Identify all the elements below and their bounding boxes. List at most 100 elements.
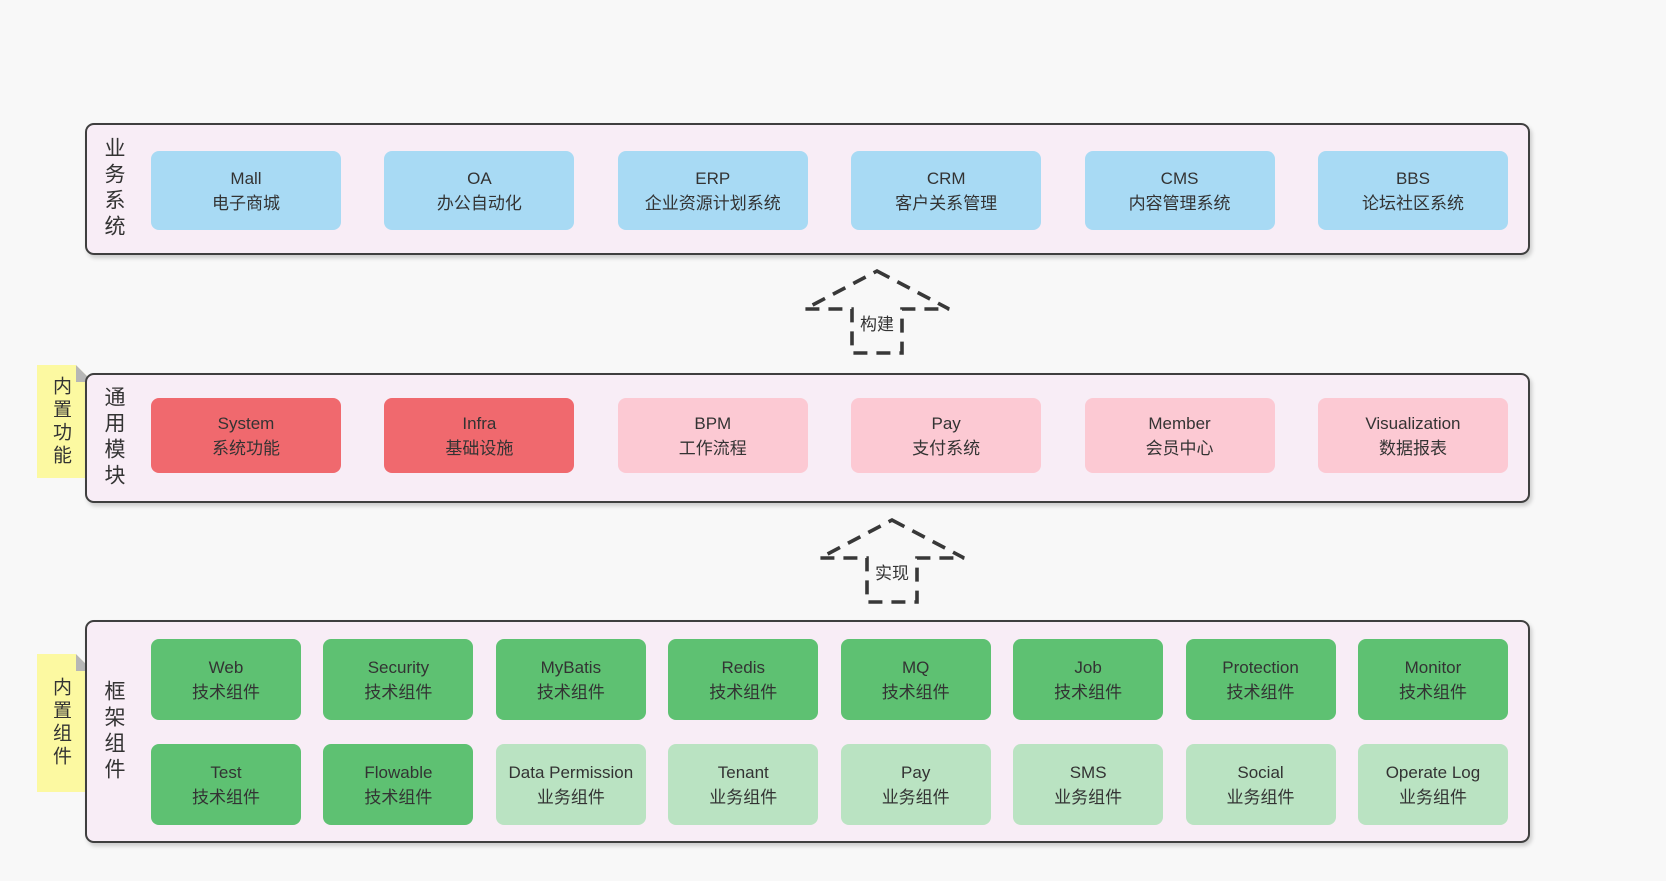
box-subtitle: 企业资源计划系统 xyxy=(644,193,781,213)
box-subtitle: 会员中心 xyxy=(1145,438,1214,458)
box-subtitle: 技术组件 xyxy=(192,787,260,807)
box-title: MyBatis xyxy=(540,657,602,677)
box-title: Redis xyxy=(721,657,765,677)
box-subtitle: 客户关系管理 xyxy=(895,193,998,213)
box-subtitle: 业务组件 xyxy=(709,787,778,807)
sticky-note-label: 内置组件 xyxy=(50,677,71,769)
box-bbs: BBS 论坛社区系统 xyxy=(1317,151,1508,230)
box-title: Flowable xyxy=(364,762,433,782)
box-title: CRM xyxy=(926,168,966,188)
business-systems-row: Mall 电子商城 OA 办公自动化 ERP 企业资源计划系统 CRM 客户关系管理 CMS 内容… xyxy=(151,151,1508,230)
box-subtitle: 论坛社区系统 xyxy=(1361,193,1464,213)
box-title: Pay xyxy=(901,762,931,782)
box-title: Member xyxy=(1148,413,1211,433)
box-system: System 系统功能 xyxy=(151,398,341,473)
band-label: 业务系统 xyxy=(102,137,125,241)
box-oa: OA 办公自动化 xyxy=(384,151,575,230)
box-member: Member 会员中心 xyxy=(1084,398,1275,473)
box-title: Web xyxy=(208,657,244,677)
box-subtitle: 业务组件 xyxy=(536,787,605,807)
build-arrow-icon xyxy=(802,268,952,356)
box-title: Protection xyxy=(1222,657,1299,677)
box-monitor: Monitor 技术组件 xyxy=(1357,639,1508,720)
box-subtitle: 技术组件 xyxy=(1226,682,1295,702)
box-subtitle: 业务组件 xyxy=(1054,787,1123,807)
box-title: OA xyxy=(467,168,492,188)
box-mq: MQ 技术组件 xyxy=(840,639,991,720)
box-title: CMS xyxy=(1160,168,1199,188)
box-cms: CMS 内容管理系统 xyxy=(1084,151,1275,230)
box-subtitle: 基础设施 xyxy=(445,438,514,458)
band-business-systems: 业务系统 Mall 电子商城 OA 办公自动化 ERP 企业资源计划系统 CRM 客户关系管理… xyxy=(85,123,1530,255)
box-title: Operate Log xyxy=(1385,762,1481,782)
box-subtitle: 业务组件 xyxy=(881,787,950,807)
box-subtitle: 内容管理系统 xyxy=(1128,193,1231,213)
box-title: Visualization xyxy=(1365,413,1461,433)
box-title: System xyxy=(217,413,275,433)
band-common-modules: 通用模块 System 系统功能 Infra 基础设施 BPM 工作流程 Pay 支付系统 Me… xyxy=(85,373,1530,503)
box-subtitle: 技术组件 xyxy=(536,682,605,702)
box-subtitle: 系统功能 xyxy=(212,438,280,458)
box-infra: Infra 基础设施 xyxy=(384,398,575,473)
box-mybatis: MyBatis 技术组件 xyxy=(495,639,646,720)
box-web: Web 技术组件 xyxy=(151,639,301,720)
box-subtitle: 电子商城 xyxy=(212,193,280,213)
box-subtitle: 技术组件 xyxy=(364,787,433,807)
implement-arrow-icon xyxy=(817,517,967,605)
box-subtitle: 业务组件 xyxy=(1226,787,1295,807)
box-subtitle: 技术组件 xyxy=(364,682,433,702)
box-subtitle: 工作流程 xyxy=(678,438,747,458)
box-subtitle: 办公自动化 xyxy=(436,193,522,213)
box-subtitle: 数据报表 xyxy=(1378,438,1447,458)
box-title: Tenant xyxy=(717,762,769,782)
box-bpm: BPM 工作流程 xyxy=(617,398,808,473)
box-security: Security 技术组件 xyxy=(323,639,474,720)
band-label: 通用模块 xyxy=(102,386,125,490)
box-pay: Pay 业务组件 xyxy=(840,744,991,825)
box-title: Security xyxy=(367,657,430,677)
implement-arrow-label: 实现 xyxy=(873,559,911,584)
box-pay: Pay 支付系统 xyxy=(851,398,1042,473)
box-title: ERP xyxy=(695,168,731,188)
box-subtitle: 业务组件 xyxy=(1398,787,1467,807)
box-social: Social 业务组件 xyxy=(1185,744,1336,825)
box-title: SMS xyxy=(1069,762,1107,782)
box-sms: SMS 业务组件 xyxy=(1013,744,1164,825)
box-visualization: Visualization 数据报表 xyxy=(1317,398,1508,473)
box-redis: Redis 技术组件 xyxy=(668,639,819,720)
box-subtitle: 支付系统 xyxy=(912,438,981,458)
sticky-note-label: 内置功能 xyxy=(50,375,71,468)
box-title: BBS xyxy=(1395,168,1430,188)
box-test: Test 技术组件 xyxy=(151,744,301,825)
box-title: Test xyxy=(210,762,242,782)
box-title: Monitor xyxy=(1404,657,1462,677)
build-arrow-label: 构建 xyxy=(858,310,896,335)
box-subtitle: 技术组件 xyxy=(1054,682,1123,702)
box-title: Pay xyxy=(931,413,961,433)
common-modules-row: System 系统功能 Infra 基础设施 BPM 工作流程 Pay 支付系统 Member 会… xyxy=(151,398,1508,473)
box-operate-log: Operate Log 业务组件 xyxy=(1357,744,1508,825)
box-title: Infra xyxy=(462,413,497,433)
sticky-note-built-in-features: 内置功能 xyxy=(37,365,93,478)
box-subtitle: 技术组件 xyxy=(709,682,778,702)
box-data-permission: Data Permission 业务组件 xyxy=(495,744,646,825)
box-title: MQ xyxy=(901,657,930,677)
box-subtitle: 技术组件 xyxy=(192,682,260,702)
box-erp: ERP 企业资源计划系统 xyxy=(617,151,808,230)
box-flowable: Flowable 技术组件 xyxy=(323,744,474,825)
box-mall: Mall 电子商城 xyxy=(151,151,341,230)
box-title: Social xyxy=(1237,762,1284,782)
box-title: Mall xyxy=(230,168,262,188)
box-subtitle: 技术组件 xyxy=(881,682,950,702)
box-tenant: Tenant 业务组件 xyxy=(668,744,819,825)
box-protection: Protection 技术组件 xyxy=(1185,639,1336,720)
box-subtitle: 技术组件 xyxy=(1398,682,1467,702)
box-title: Data Permission xyxy=(508,762,634,782)
band-label: 框架组件 xyxy=(102,679,125,784)
box-title: BPM xyxy=(694,413,732,433)
